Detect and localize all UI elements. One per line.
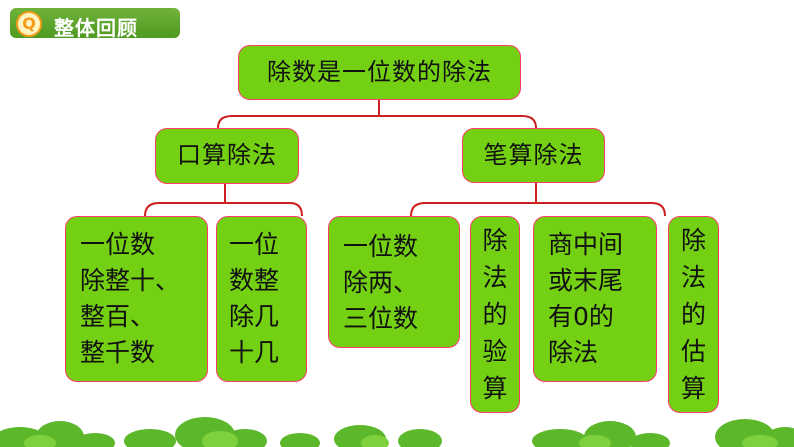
leaf-line: 一位数 [80, 230, 156, 259]
leaf-line: 一位数 [343, 232, 419, 261]
branch-oral-division: 口算除法 [155, 128, 299, 184]
leaf-written-1: 一位数 除两、 三位数 [328, 216, 460, 348]
leaf-written-4: 除 法 的 估 算 [668, 216, 719, 413]
leaf-line: 三位数 [343, 304, 419, 333]
leaf-char: 估 [680, 337, 706, 366]
leaf-char: 法 [680, 263, 706, 292]
leaf-char: 的 [680, 300, 706, 329]
leaf-char: 算 [680, 374, 706, 403]
leaf-oral-2: 一位 数整 除几 十几 [216, 216, 307, 382]
leaf-char: 除 [482, 226, 508, 255]
connector-oral-span [144, 202, 303, 217]
section-header: Q 整体回顾 [10, 8, 180, 40]
leaf-line: 整千数 [80, 338, 156, 367]
leaf-line: 数整 [229, 266, 280, 295]
section-title: 整体回顾 [54, 16, 138, 40]
leaf-line: 整百、 [80, 302, 156, 331]
leaf-char: 算 [482, 374, 508, 403]
leaf-line: 除整十、 [80, 266, 181, 295]
leaf-line: 除两、 [343, 268, 419, 297]
leaf-line: 商中间 [548, 230, 624, 259]
leaf-char: 除 [680, 226, 706, 255]
leaf-oral-1: 一位数 除整十、 整百、 整千数 [65, 216, 208, 382]
leaf-line: 一位 [229, 230, 280, 259]
q-badge-letter: Q [22, 14, 36, 33]
leaf-char: 验 [482, 337, 508, 366]
root-label: 除数是一位数的除法 [267, 58, 492, 86]
grass-decoration [0, 417, 794, 447]
branch-oral-label: 口算除法 [177, 141, 277, 169]
leaf-written-2: 除 法 的 验 算 [470, 216, 520, 413]
leaf-line: 十几 [229, 338, 280, 367]
leaf-line: 有0的 [548, 302, 614, 331]
leaf-written-3: 商中间 或末尾 有0的 除法 [533, 216, 657, 382]
leaf-line: 除几 [229, 302, 280, 331]
root-node: 除数是一位数的除法 [238, 45, 521, 100]
leaf-char: 的 [482, 300, 508, 329]
leaf-char: 法 [482, 263, 508, 292]
branch-written-label: 笔算除法 [483, 141, 584, 169]
connector-written-span [410, 202, 666, 217]
branch-written-division: 笔算除法 [462, 128, 605, 183]
leaf-line: 除法 [548, 338, 599, 367]
q-badge-icon: Q [16, 11, 42, 37]
connector-root-span [217, 115, 537, 129]
leaf-line: 或末尾 [548, 266, 624, 295]
